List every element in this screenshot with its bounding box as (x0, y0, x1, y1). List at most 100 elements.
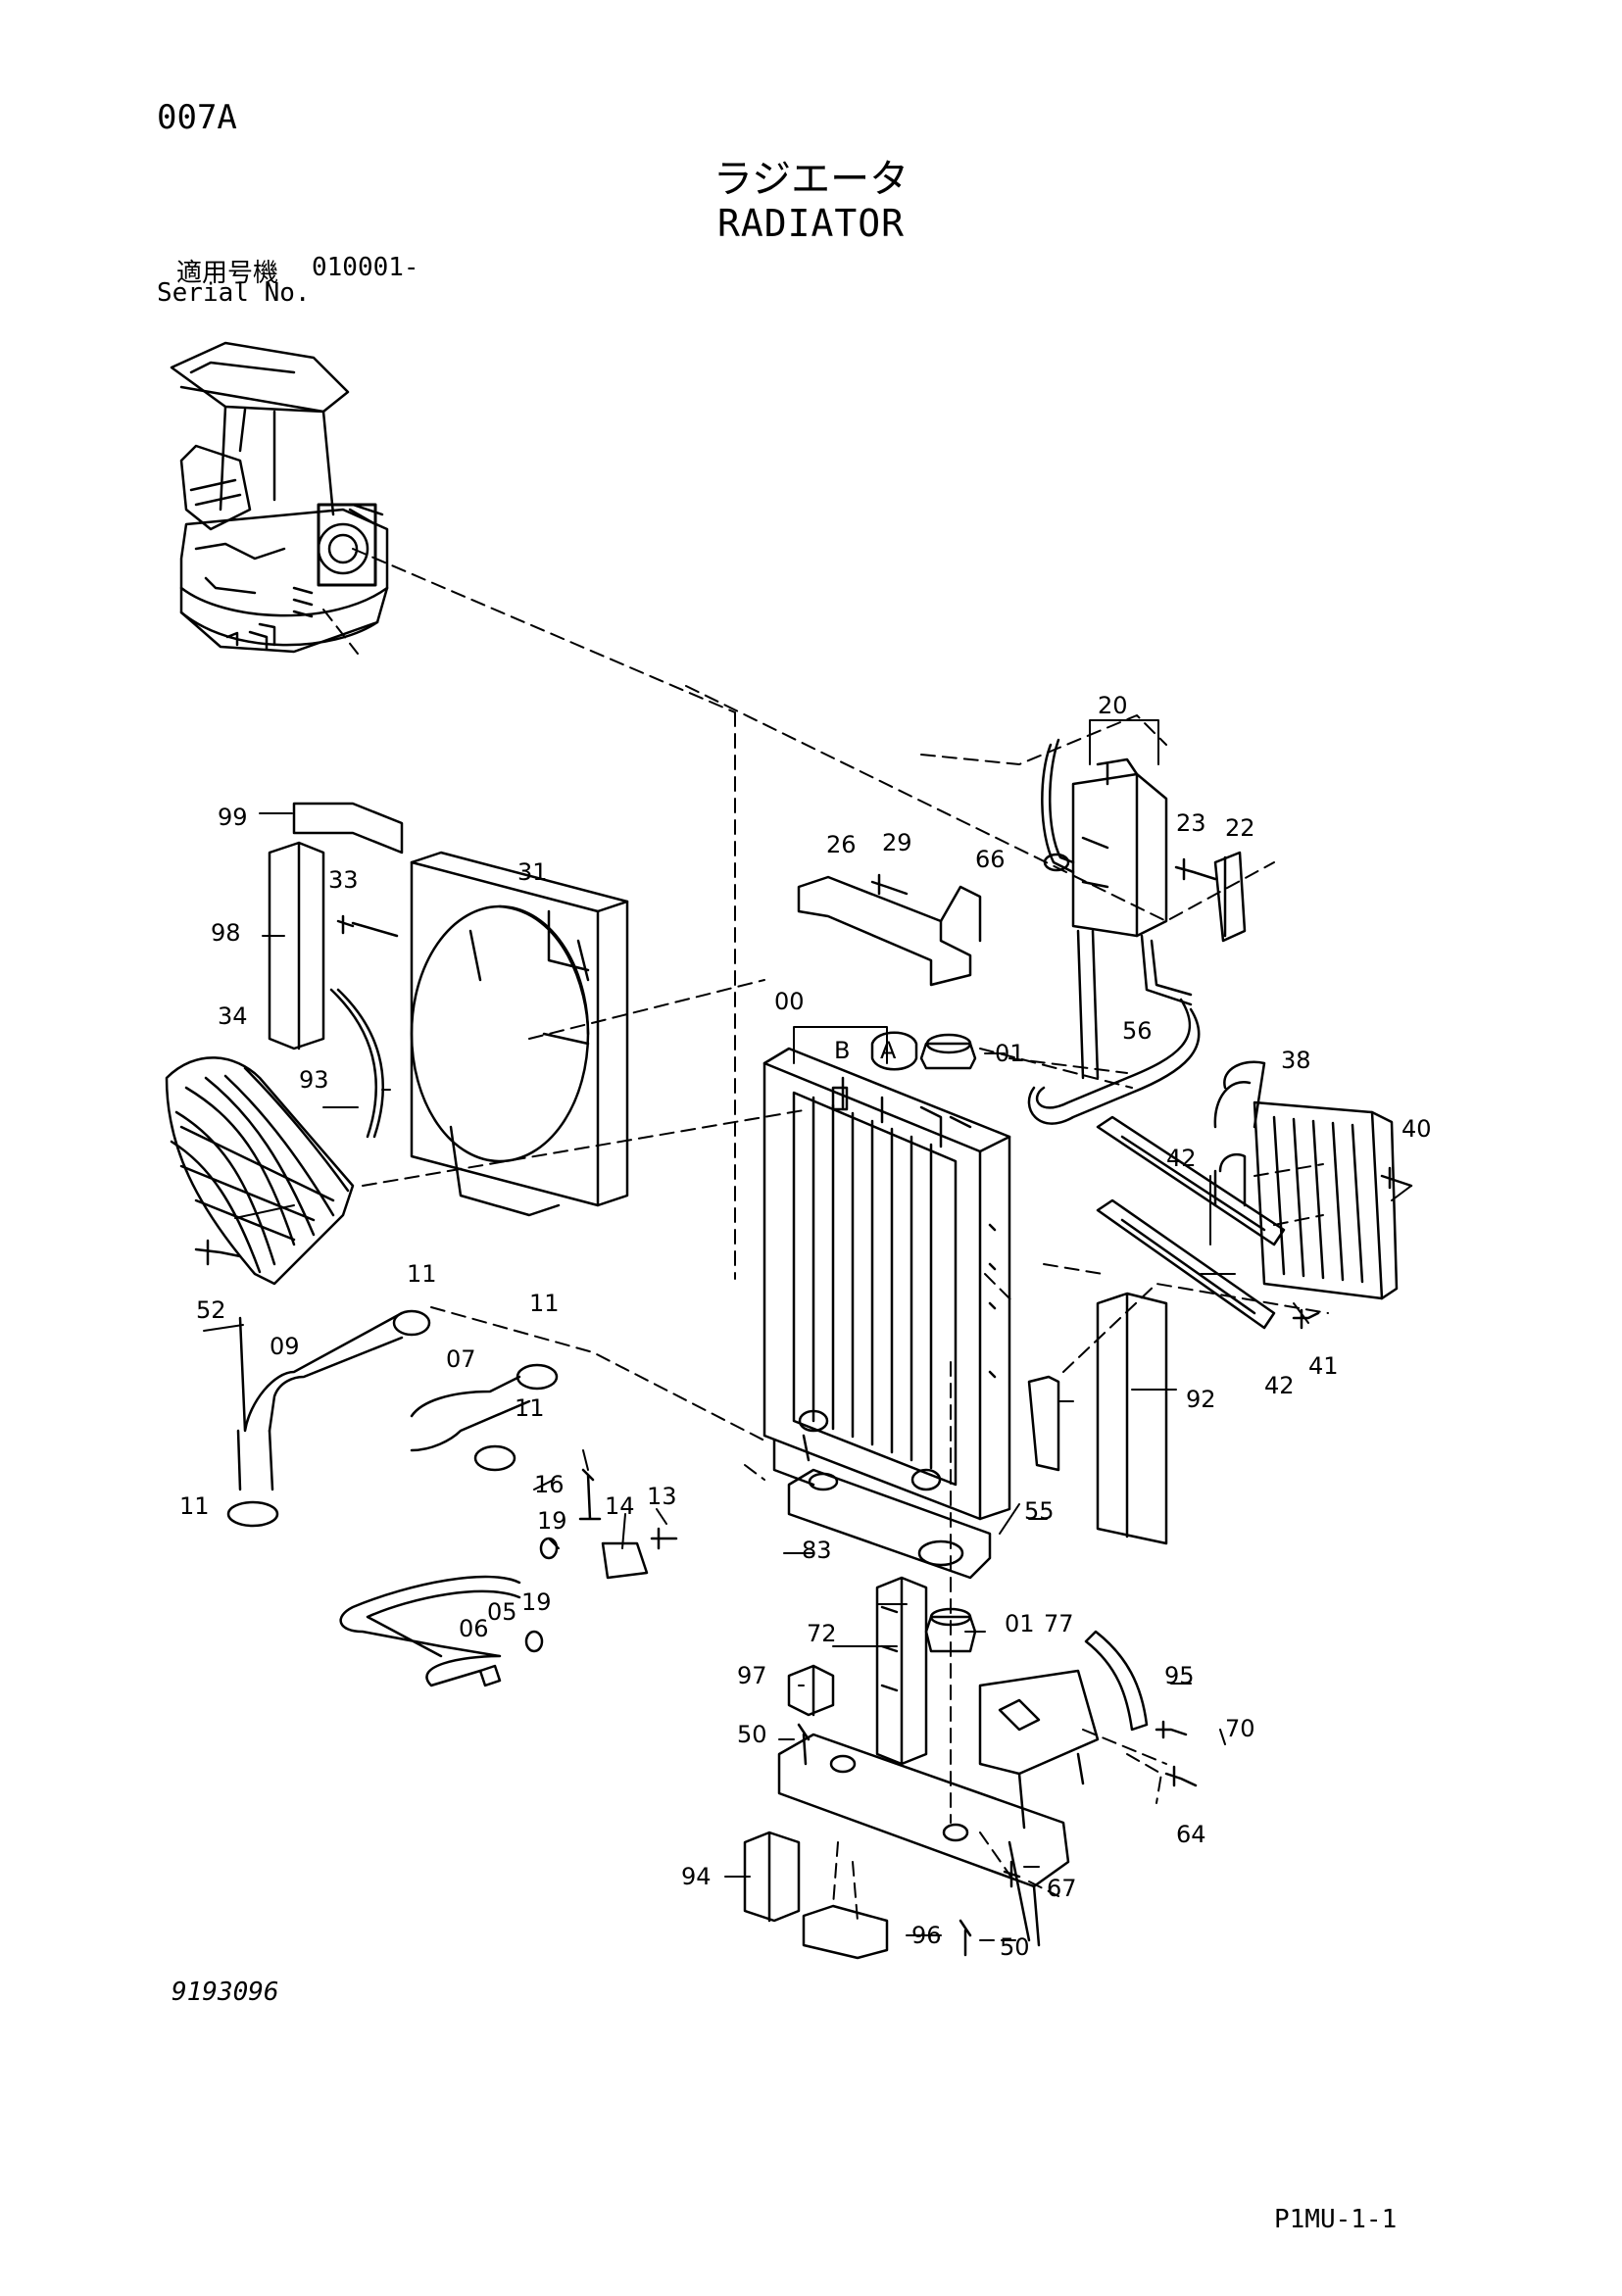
callout-66: 66 (975, 846, 1006, 873)
part-77-bracket (978, 1669, 1100, 1776)
bolt-41 (1292, 1308, 1320, 1330)
callout-13: 13 (647, 1483, 677, 1510)
part-31-fan-shroud (410, 851, 629, 1217)
clamp-11-d (226, 1500, 279, 1528)
part-55-strip (1027, 1375, 1060, 1472)
serial-label: Serial No. (157, 278, 311, 308)
page-title: RADIATOR (716, 202, 906, 245)
clip-66 (1043, 853, 1070, 872)
bolt-50-b (958, 1919, 972, 1957)
callout-50-upper: 50 (737, 1721, 767, 1748)
part-72-mount (875, 1576, 928, 1766)
callout-97: 97 (737, 1662, 767, 1689)
callout-11-lower: 11 (179, 1492, 210, 1520)
part-09-hose (238, 1311, 404, 1433)
callout-labels: 20 99 23 22 26 29 66 33 31 98 00 34 B A … (179, 692, 1432, 1961)
callout-11-middle: 11 (515, 1394, 545, 1422)
callout-B: B (834, 1037, 850, 1064)
bolt-23 (1174, 857, 1217, 881)
base-plate (777, 1733, 1070, 1888)
part-26-bracket (797, 875, 972, 987)
callout-42-upper: 42 (1166, 1145, 1197, 1172)
callout-77: 77 (1044, 1610, 1074, 1637)
callout-A: A (880, 1037, 897, 1064)
bolt-67 (1003, 1860, 1021, 1888)
callout-95: 95 (1164, 1662, 1195, 1689)
serial-label-japanese: 適用号機 (176, 259, 279, 288)
part-94-block (743, 1831, 801, 1923)
fitting-13 (650, 1527, 678, 1550)
part-05-fitting (478, 1664, 502, 1687)
part-34-fan-guard (165, 1056, 355, 1286)
callout-23: 23 (1176, 809, 1206, 837)
part-06-hose (339, 1575, 521, 1687)
bolt-40 (1380, 1166, 1413, 1190)
part-98-shape (268, 841, 325, 1050)
callout-14: 14 (605, 1492, 635, 1520)
callout-83: 83 (802, 1537, 832, 1564)
washer-19-b (524, 1630, 544, 1653)
part-42-rail-a (1096, 1115, 1286, 1246)
callout-20: 20 (1098, 692, 1128, 719)
callout-64: 64 (1176, 1821, 1206, 1848)
callout-22: 22 (1225, 814, 1255, 842)
part-83-plate (787, 1468, 992, 1580)
callout-72: 72 (807, 1620, 837, 1647)
callout-11-upper-left: 11 (407, 1260, 437, 1288)
bolt-33 (336, 914, 399, 938)
bolt-16 (578, 1468, 602, 1521)
part-96-block (802, 1904, 889, 1960)
bolt-50-a (797, 1723, 811, 1766)
callout-09: 09 (270, 1333, 300, 1360)
callout-31: 31 (517, 858, 548, 886)
callout-98: 98 (211, 919, 241, 947)
washer-19-a (539, 1537, 559, 1560)
callout-19-lower: 19 (521, 1588, 552, 1616)
callout-41: 41 (1308, 1352, 1339, 1380)
callout-94: 94 (681, 1863, 712, 1890)
part-93-shape (329, 988, 378, 1139)
drawing-number: 9193096 (172, 1978, 279, 2007)
callout-70: 70 (1225, 1715, 1255, 1742)
callout-99: 99 (218, 804, 248, 831)
part-20-reserve-tank (1041, 738, 1193, 1080)
callout-55: 55 (1024, 1497, 1055, 1525)
part-07-hose (410, 1375, 531, 1452)
part-22-bracket (1213, 851, 1247, 943)
callout-26: 26 (826, 831, 857, 858)
part-95-strip (1084, 1630, 1149, 1732)
clamp-11-c (473, 1444, 516, 1472)
callout-42-lower: 42 (1264, 1372, 1295, 1399)
part-42-rail-b (1096, 1198, 1276, 1330)
page-reference: P1MU-1-1 (1274, 2205, 1398, 2234)
callout-67: 67 (1047, 1875, 1077, 1902)
callout-01-upper: 01 (995, 1040, 1025, 1067)
callout-50-lower: 50 (1000, 1933, 1030, 1961)
callout-96: 96 (911, 1922, 942, 1949)
callout-56: 56 (1122, 1017, 1153, 1045)
part-99-shape (292, 802, 404, 855)
part-38-oil-cooler (1213, 1060, 1399, 1300)
callout-40: 40 (1401, 1115, 1432, 1143)
callout-34: 34 (218, 1002, 248, 1030)
machine-location-sketch (170, 341, 389, 654)
callout-52: 52 (196, 1296, 226, 1324)
bolt-52 (194, 1239, 242, 1266)
callout-01-lower: 01 (1005, 1610, 1035, 1637)
bolt-70 (1155, 1720, 1188, 1739)
callout-leader-lines (203, 719, 1412, 1936)
callout-07: 07 (446, 1345, 476, 1373)
clamp-11-b (516, 1363, 559, 1391)
radiator-cap (870, 1031, 918, 1071)
callout-05: 05 (487, 1598, 517, 1626)
bolt-29 (870, 873, 909, 896)
bolt-64 (1164, 1765, 1198, 1787)
clamp-11-a (392, 1309, 431, 1337)
callout-29: 29 (882, 829, 912, 856)
serial-number-value: 010001- (312, 253, 419, 282)
callout-06: 06 (459, 1615, 489, 1642)
callout-11-upper-right: 11 (529, 1290, 560, 1317)
callout-93: 93 (299, 1066, 329, 1094)
callout-19-upper: 19 (537, 1507, 567, 1535)
